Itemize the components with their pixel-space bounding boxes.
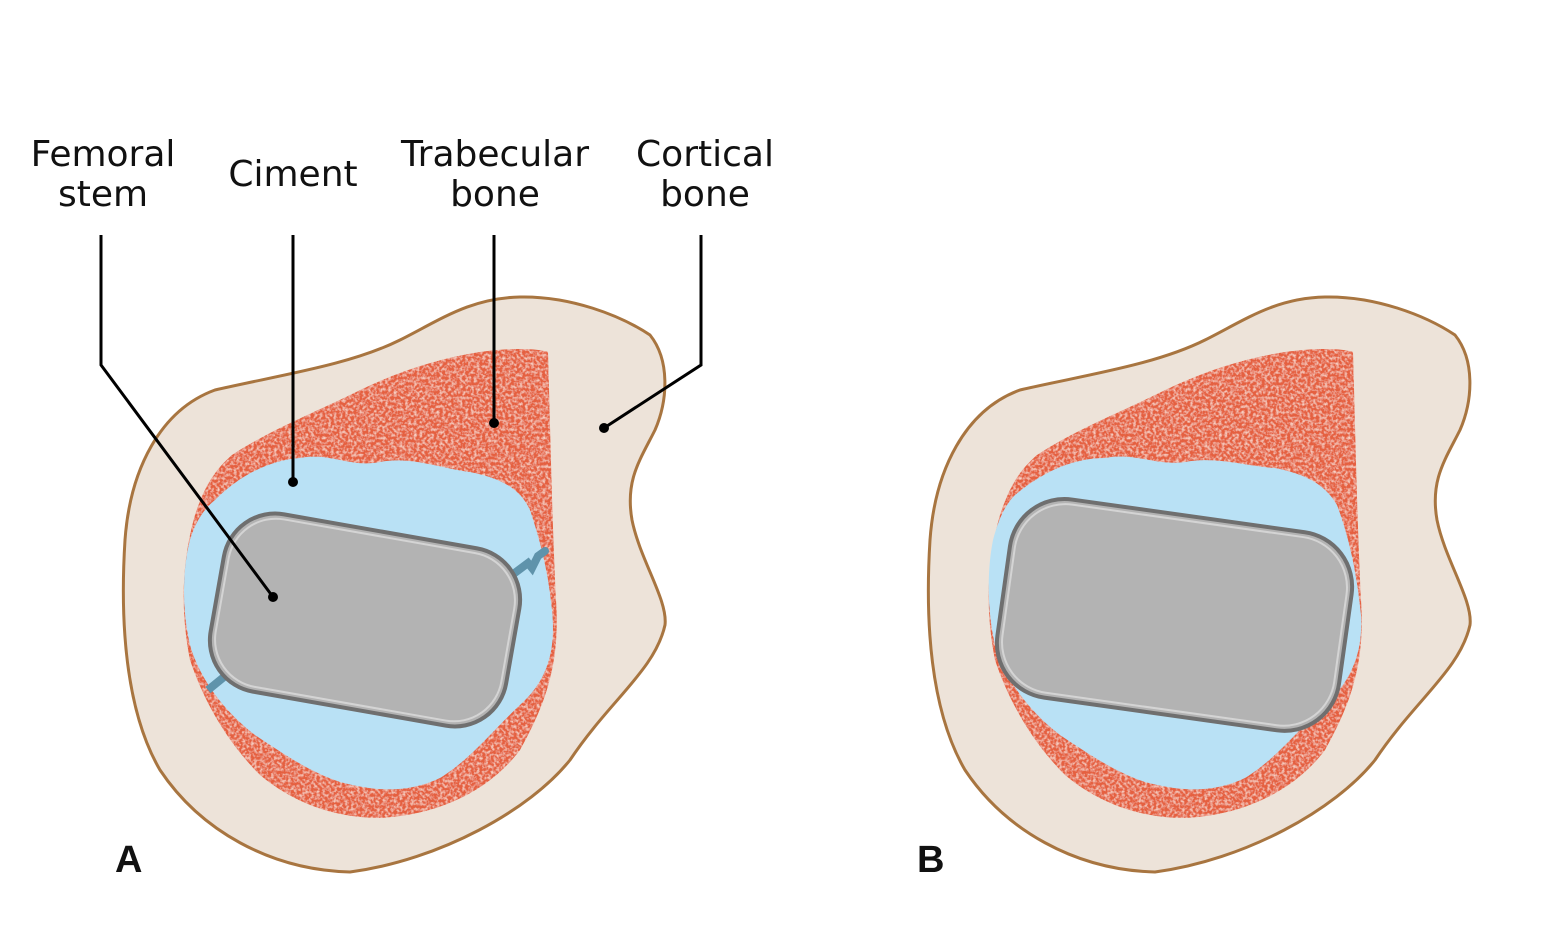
crack-upper — [508, 547, 549, 579]
panel-b: B — [917, 295, 1472, 881]
leader-cortical — [603, 235, 703, 430]
leader-femoral-stem — [99, 235, 275, 598]
panel-label-b: B — [917, 839, 944, 881]
label-ciment: Ciment — [228, 154, 357, 195]
femoral-stem — [994, 497, 1355, 733]
femoral-stem — [207, 511, 523, 729]
panel-label-a: A — [115, 839, 142, 881]
